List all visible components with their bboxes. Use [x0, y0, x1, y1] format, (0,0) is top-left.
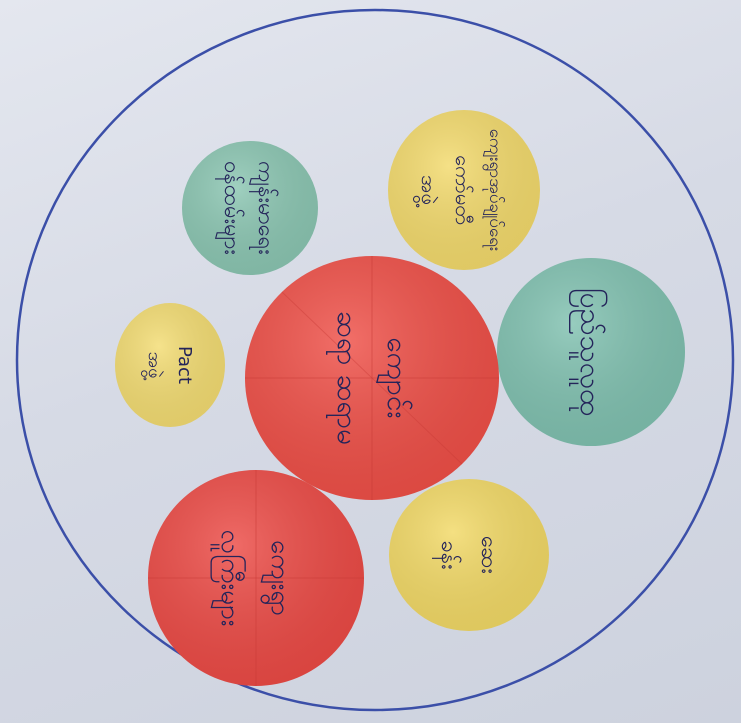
- circle-label: ကျေးရွာ: [260, 540, 295, 616]
- circle-clinic: ဆေး ခန်း: [389, 479, 549, 631]
- circle-pact: Pact အဖွဲ့: [115, 303, 225, 427]
- circle-label: ဆေး: [476, 536, 501, 574]
- circle-public: ပြည်သူလူထု: [497, 258, 685, 446]
- circle-label: လူကြီးများ: [210, 529, 248, 626]
- circle-label: ခန်း: [432, 540, 462, 569]
- circle-school-teachers: ကျောင်း ဆရာ ဆရာမ: [245, 256, 499, 500]
- circle-label: ကျေးရွာအုပ်ချုပ်ရေး: [482, 129, 505, 252]
- circle-label: ဝန်ထမ်းများ: [215, 161, 245, 255]
- circle-label: ပြည်သူလူထု: [568, 288, 609, 417]
- circle-label: ကျန်းမာရေး: [249, 161, 279, 255]
- circle-label: ကော်မတီ: [451, 155, 475, 225]
- circle-health-staff: ကျန်းမာရေး ဝန်ထမ်းများ: [182, 141, 318, 275]
- circle-label: အဖွဲ့: [413, 175, 441, 207]
- circle-village-committee: ကျေးရွာအုပ်ချုပ်ရေး ကော်မတီ အဖွဲ့: [388, 110, 540, 270]
- circle-label: အဖွဲ့: [141, 352, 165, 381]
- circle-label: Pact: [174, 346, 195, 384]
- circle-village-elders: ကျေးရွာ လူကြီးများ: [148, 470, 364, 686]
